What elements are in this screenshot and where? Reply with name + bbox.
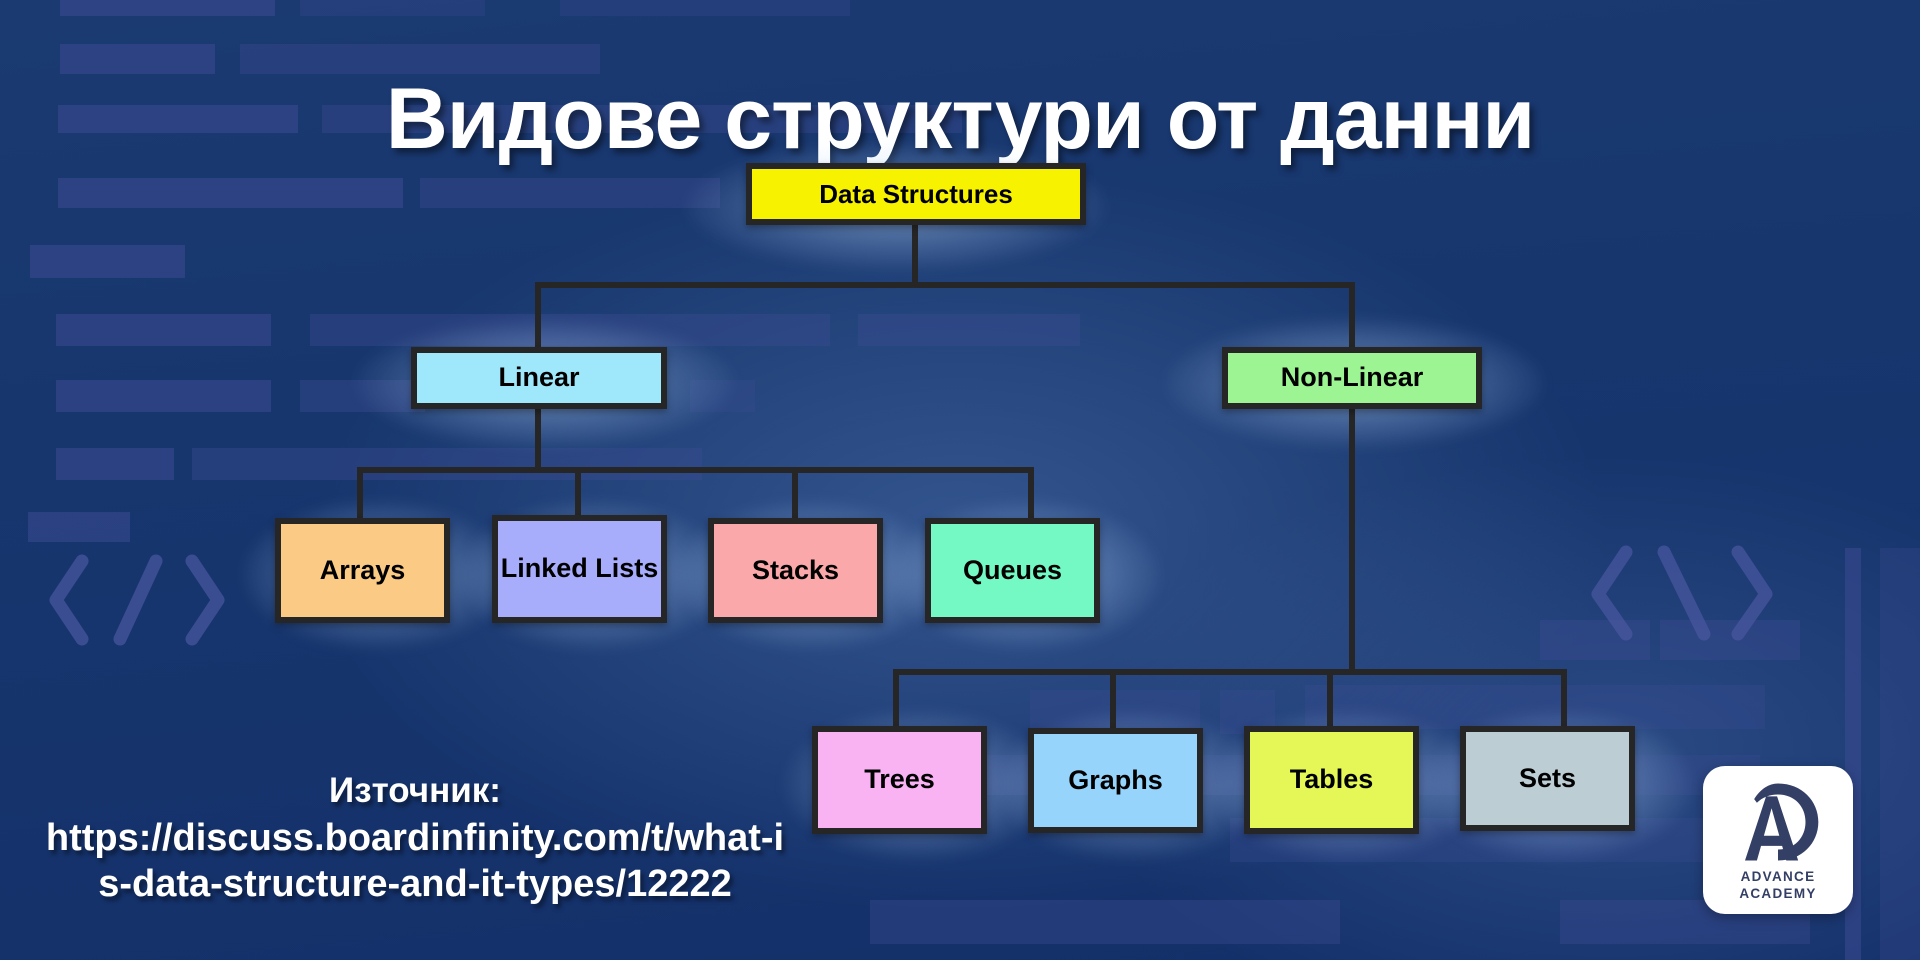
tree-node-label: Linear	[498, 362, 580, 393]
page-title: Видове структури от данни	[385, 70, 1536, 167]
tree-node-linked-lists[interactable]: Linked Lists	[492, 515, 667, 623]
tree-node-label: Data Structures	[819, 178, 1013, 209]
source-url[interactable]: https://discuss.boardinfinity.com/t/what…	[45, 816, 785, 906]
tree-node-label: Non-Linear	[1280, 362, 1424, 393]
tree-node-label: Arrays	[319, 554, 406, 585]
tree-node-label: Graphs	[1068, 764, 1163, 795]
advance-academy-logo[interactable]: ADVANCE ACADEMY	[1703, 766, 1853, 914]
tree-node-label: Linked Lists	[500, 553, 659, 584]
tree-node-linear[interactable]: Linear	[411, 347, 667, 409]
tree-node-data-structures[interactable]: Data Structures	[746, 163, 1086, 225]
logo-wordmark: ADVANCE ACADEMY	[1739, 869, 1816, 903]
tree-node-label: Trees	[864, 764, 935, 795]
source-credit: Източник: https://discuss.boardinfinity.…	[45, 770, 785, 907]
tree-node-tables[interactable]: Tables	[1244, 726, 1419, 834]
tree-node-label: Tables	[1289, 764, 1374, 795]
tree-node-trees[interactable]: Trees	[812, 726, 987, 834]
tree-node-arrays[interactable]: Arrays	[275, 518, 450, 623]
tree-node-queues[interactable]: Queues	[925, 518, 1100, 623]
tree-node-graphs[interactable]: Graphs	[1028, 728, 1203, 833]
source-label: Източник:	[329, 771, 501, 810]
logo-line-1: ADVANCE	[1740, 868, 1816, 884]
logo-line-2: ACADEMY	[1739, 885, 1817, 901]
tree-node-label: Stacks	[751, 554, 840, 585]
advance-academy-monogram-icon	[1745, 783, 1819, 861]
tree-node-label: Sets	[1518, 762, 1577, 793]
tree-node-stacks[interactable]: Stacks	[708, 518, 883, 623]
tree-node-sets[interactable]: Sets	[1460, 726, 1635, 831]
tree-node-label: Queues	[962, 554, 1063, 585]
tree-node-non-linear[interactable]: Non-Linear	[1222, 347, 1482, 409]
